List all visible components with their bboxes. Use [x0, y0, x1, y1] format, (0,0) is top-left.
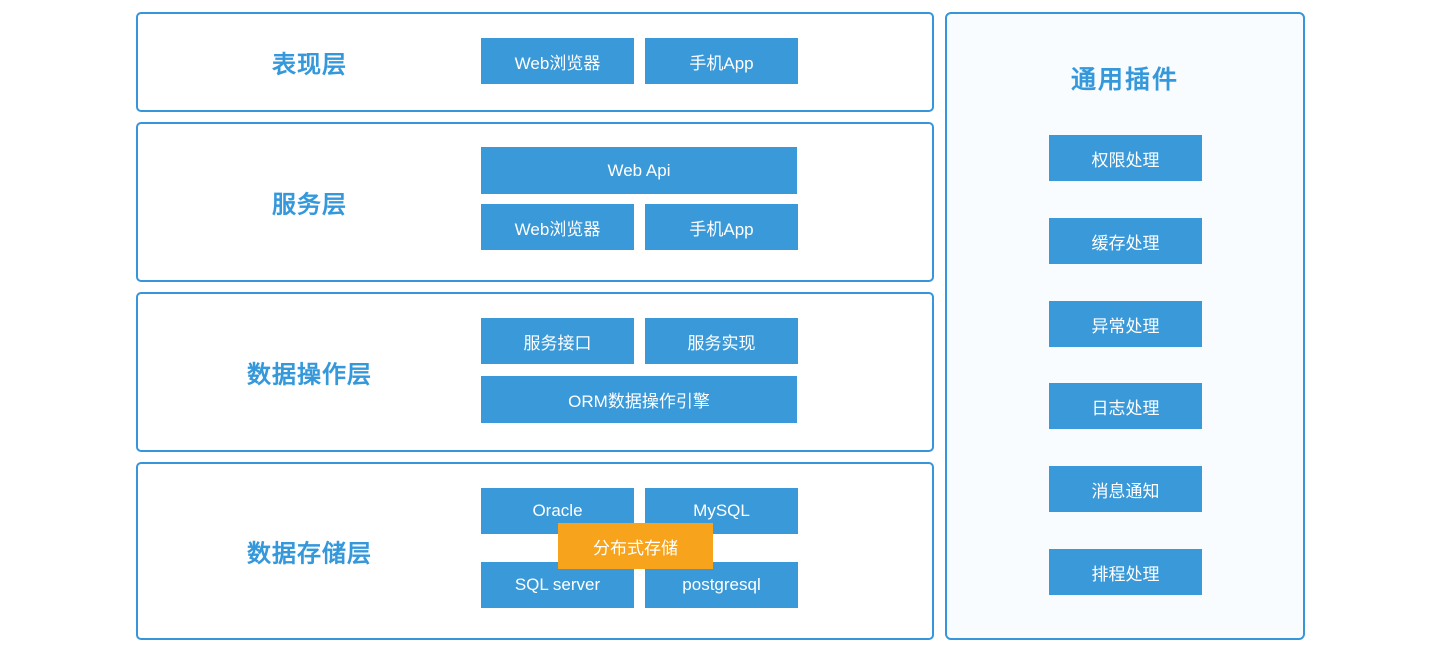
node-service-implementation: 服务实现 — [645, 318, 798, 364]
node-mobile-app: 手机App — [645, 204, 798, 250]
plugin-exception: 异常处理 — [1049, 301, 1202, 347]
plugin-permission: 权限处理 — [1049, 135, 1202, 181]
node-service-interface: 服务接口 — [481, 318, 634, 364]
plugins-panel: 通用插件 权限处理 缓存处理 异常处理 日志处理 消息通知 排程处理 — [945, 12, 1305, 640]
plugin-logging: 日志处理 — [1049, 383, 1202, 429]
badge-distributed-storage: 分布式存储 — [558, 523, 713, 569]
plugin-scheduling: 排程处理 — [1049, 549, 1202, 595]
node-oracle: Oracle — [481, 488, 634, 534]
layer-label-presentation: 表现层 — [272, 51, 347, 79]
layer-box-presentation: 表现层 Web浏览器 手机App — [136, 12, 934, 112]
node-mobile-app: 手机App — [645, 38, 798, 84]
node-web-browser: Web浏览器 — [481, 204, 634, 250]
node-web-browser: Web浏览器 — [481, 38, 634, 84]
layer-label-data-operation: 数据操作层 — [247, 361, 372, 389]
plugins-panel-title: 通用插件 — [1070, 66, 1179, 94]
node-orm-engine: ORM数据操作引擎 — [481, 376, 797, 423]
node-sql-server: SQL server — [481, 562, 634, 608]
plugin-notification: 消息通知 — [1049, 466, 1202, 512]
node-postgresql: postgresql — [645, 562, 798, 608]
plugin-cache: 缓存处理 — [1049, 218, 1202, 264]
layer-label-data-storage: 数据存储层 — [247, 540, 372, 568]
layer-box-service: 服务层 Web Api Web浏览器 手机App — [136, 122, 934, 282]
layer-box-data-operation: 数据操作层 服务接口 服务实现 ORM数据操作引擎 — [136, 292, 934, 452]
layer-label-service: 服务层 — [272, 191, 347, 219]
layer-box-data-storage: 数据存储层 Oracle MySQL SQL server postgresql… — [136, 462, 934, 640]
node-web-api: Web Api — [481, 147, 797, 194]
